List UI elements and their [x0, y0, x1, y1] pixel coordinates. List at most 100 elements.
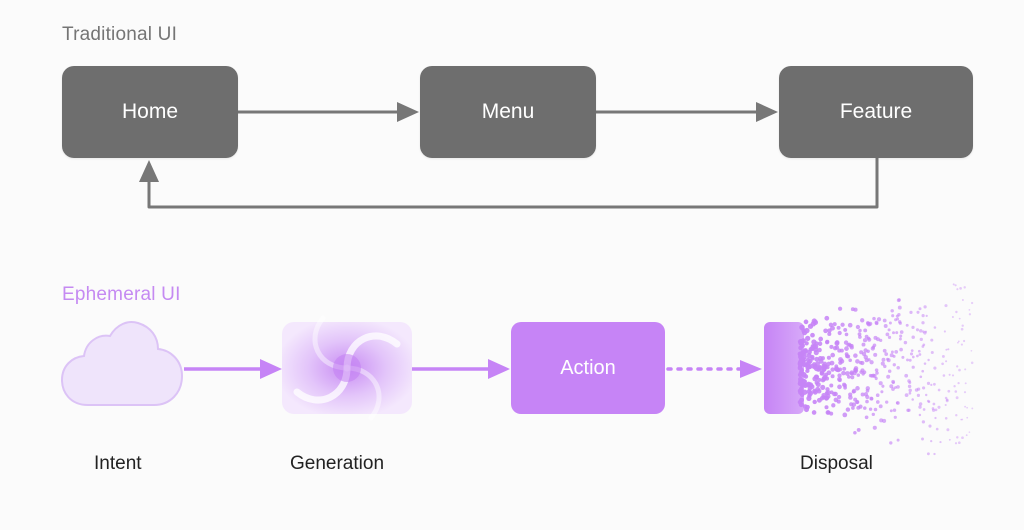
- particle: [945, 398, 949, 402]
- particle: [904, 393, 909, 397]
- particle: [866, 349, 870, 353]
- particle: [849, 343, 854, 348]
- particles-icon: [764, 283, 974, 456]
- particle: [861, 372, 865, 376]
- particle: [863, 354, 869, 360]
- particle: [823, 328, 828, 334]
- particle: [952, 283, 955, 286]
- particle: [844, 332, 849, 337]
- particle: [941, 354, 945, 358]
- particle: [947, 348, 950, 351]
- particle: [922, 408, 926, 411]
- particle: [869, 396, 874, 401]
- particle: [897, 298, 901, 302]
- particle: [806, 349, 812, 355]
- particle: [851, 390, 856, 394]
- particle: [960, 327, 964, 331]
- particle: [960, 343, 963, 346]
- menu-step: Menu: [420, 66, 596, 158]
- arrow-feature-to-home-loop: [139, 158, 879, 209]
- particle: [850, 307, 855, 312]
- particle: [957, 441, 961, 445]
- particle: [908, 391, 912, 395]
- particle: [918, 405, 922, 409]
- particle: [942, 374, 946, 377]
- particle: [882, 318, 887, 323]
- particle: [926, 399, 930, 403]
- particle: [860, 392, 865, 397]
- particle: [892, 331, 895, 335]
- particle: [842, 366, 847, 371]
- particle: [872, 343, 877, 348]
- particle: [881, 357, 886, 362]
- particle: [946, 428, 950, 432]
- particle: [846, 375, 851, 379]
- particle: [964, 368, 967, 371]
- particle: [921, 437, 924, 441]
- particle: [945, 348, 948, 351]
- particle: [799, 397, 805, 403]
- particle: [798, 390, 803, 395]
- particle: [861, 342, 866, 347]
- particle: [899, 330, 904, 334]
- particle: [933, 326, 937, 329]
- disposal-caption: Disposal: [800, 453, 873, 474]
- particle: [961, 418, 964, 421]
- particle: [872, 316, 876, 321]
- particle: [829, 383, 834, 388]
- particle: [909, 310, 913, 315]
- particle: [867, 337, 872, 342]
- particle: [851, 406, 855, 410]
- particle: [921, 345, 925, 348]
- particle: [924, 393, 928, 397]
- particle: [843, 327, 848, 332]
- generation-caption: Generation: [290, 453, 385, 474]
- particle: [955, 310, 958, 314]
- particle: [931, 408, 936, 412]
- particle: [836, 325, 841, 330]
- particle: [930, 439, 933, 443]
- particle: [870, 346, 875, 351]
- ephemeral-ui-title: Ephemeral UI: [62, 284, 181, 305]
- particle: [837, 373, 842, 378]
- particle: [804, 327, 810, 334]
- particle: [814, 356, 820, 362]
- particle: [911, 365, 915, 369]
- particle: [842, 412, 848, 418]
- dotted-arrow-action-to-disposal: [666, 360, 762, 378]
- particle: [919, 375, 923, 379]
- particle: [944, 403, 947, 407]
- particle: [855, 324, 861, 330]
- particle: [890, 309, 894, 313]
- particle: [805, 368, 810, 374]
- particle: [799, 339, 805, 345]
- particle: [834, 340, 840, 346]
- particle: [922, 386, 926, 390]
- particle: [963, 339, 966, 343]
- particle: [871, 373, 876, 378]
- particle: [812, 376, 818, 382]
- particle: [958, 368, 961, 372]
- particle: [833, 366, 839, 372]
- particle: [833, 391, 838, 397]
- particle: [894, 318, 898, 322]
- particle: [830, 352, 836, 358]
- particle: [916, 310, 920, 314]
- particle: [876, 317, 882, 322]
- particle: [964, 382, 967, 385]
- particle: [872, 425, 877, 430]
- particle: [817, 347, 822, 353]
- particle: [945, 360, 948, 363]
- particle: [926, 452, 930, 456]
- particle: [916, 354, 919, 358]
- particle: [961, 436, 964, 440]
- particle: [847, 322, 853, 328]
- particle: [845, 407, 851, 412]
- particle: [874, 320, 879, 325]
- particle: [944, 417, 948, 420]
- particle: [885, 332, 890, 337]
- particle: [928, 424, 932, 428]
- particle: [799, 324, 805, 331]
- particle: [899, 347, 903, 352]
- particle: [824, 405, 829, 410]
